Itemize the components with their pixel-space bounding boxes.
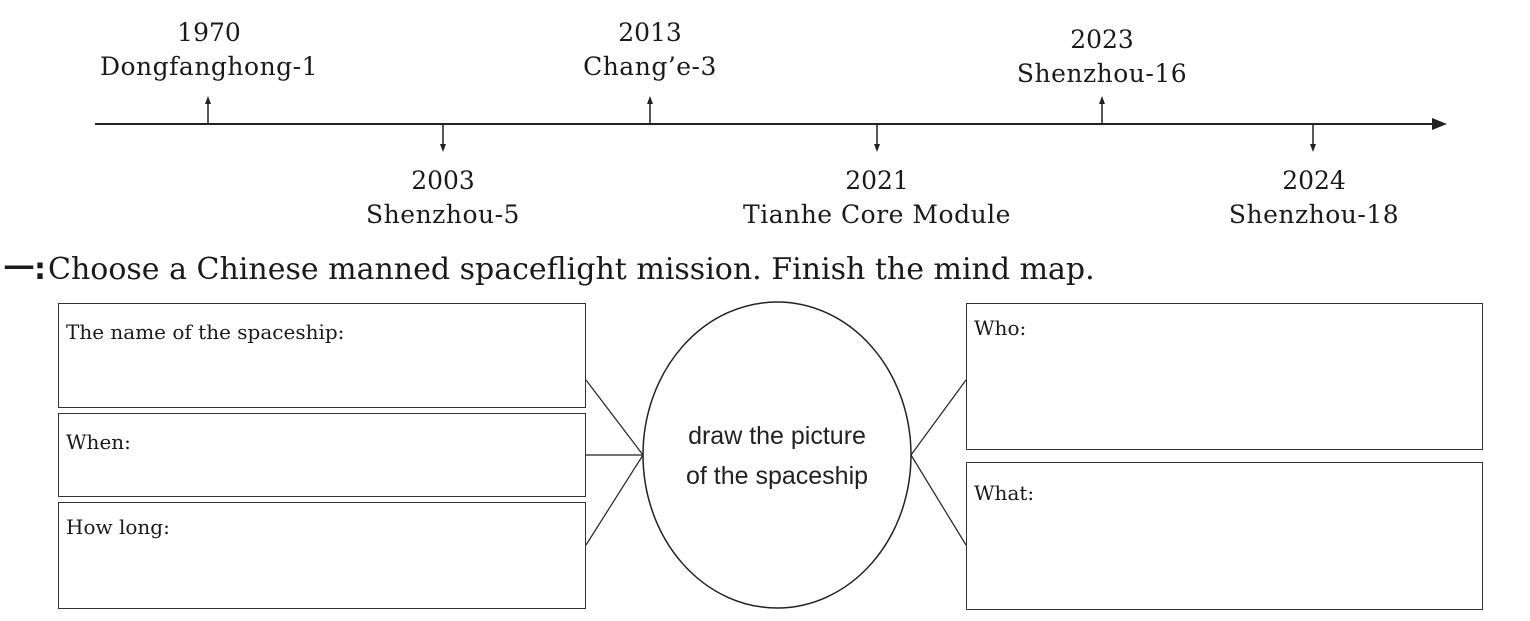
timeline-event-2021: 2021 Tianhe Core Module	[743, 164, 1011, 232]
connector-what-box	[910, 454, 967, 546]
event-year: 2013	[618, 18, 682, 47]
event-year: 1970	[177, 18, 241, 47]
connector-howlong-box	[585, 454, 644, 546]
event-name: Chang’e-3	[583, 52, 717, 81]
timeline-event-2024: 2024 Shenzhou-18	[1229, 164, 1399, 232]
instruction-text: Choose a Chinese manned spaceflight miss…	[48, 252, 1095, 287]
event-name: Shenzhou-5	[366, 200, 520, 229]
connector-name-box	[585, 379, 644, 456]
event-year: 2021	[845, 166, 909, 195]
timeline-event-2003: 2003 Shenzhou-5	[366, 164, 520, 232]
name-of-spaceship-box[interactable]: The name of the spaceship:	[58, 303, 586, 408]
what-box[interactable]: What:	[966, 462, 1483, 610]
box-label: What:	[974, 481, 1035, 505]
event-name: Tianhe Core Module	[743, 200, 1011, 229]
box-label: The name of the spaceship:	[66, 320, 345, 344]
event-name: Dongfanghong-1	[99, 52, 319, 81]
event-name: Shenzhou-16	[1016, 59, 1188, 88]
box-label: Who:	[974, 316, 1027, 340]
instruction-marker: 一:	[4, 252, 46, 287]
event-name: Shenzhou-18	[1228, 200, 1400, 229]
who-box[interactable]: Who:	[966, 303, 1483, 450]
timeline-event-1970: 1970 Dongfanghong-1	[100, 16, 318, 84]
center-drawing-area[interactable]: draw the picture of the spaceship	[645, 416, 909, 496]
center-text-line1: draw the picture	[688, 422, 866, 450]
box-label: When:	[66, 430, 131, 454]
instruction-line: 一:Choose a Chinese manned spaceflight mi…	[4, 244, 1095, 288]
connector-who-box	[910, 379, 967, 456]
timeline-event-2023: 2023 Shenzhou-16	[1017, 23, 1187, 91]
box-label: How long:	[66, 515, 170, 539]
timeline-arrowhead	[1432, 118, 1447, 130]
event-year: 2024	[1282, 166, 1346, 195]
when-box[interactable]: When:	[58, 413, 586, 497]
how-long-box[interactable]: How long:	[58, 502, 586, 609]
timeline-event-2013: 2013 Chang’e-3	[583, 16, 717, 84]
event-year: 2003	[411, 166, 475, 195]
event-year: 2023	[1070, 25, 1134, 54]
center-text-line2: of the spaceship	[685, 462, 869, 490]
